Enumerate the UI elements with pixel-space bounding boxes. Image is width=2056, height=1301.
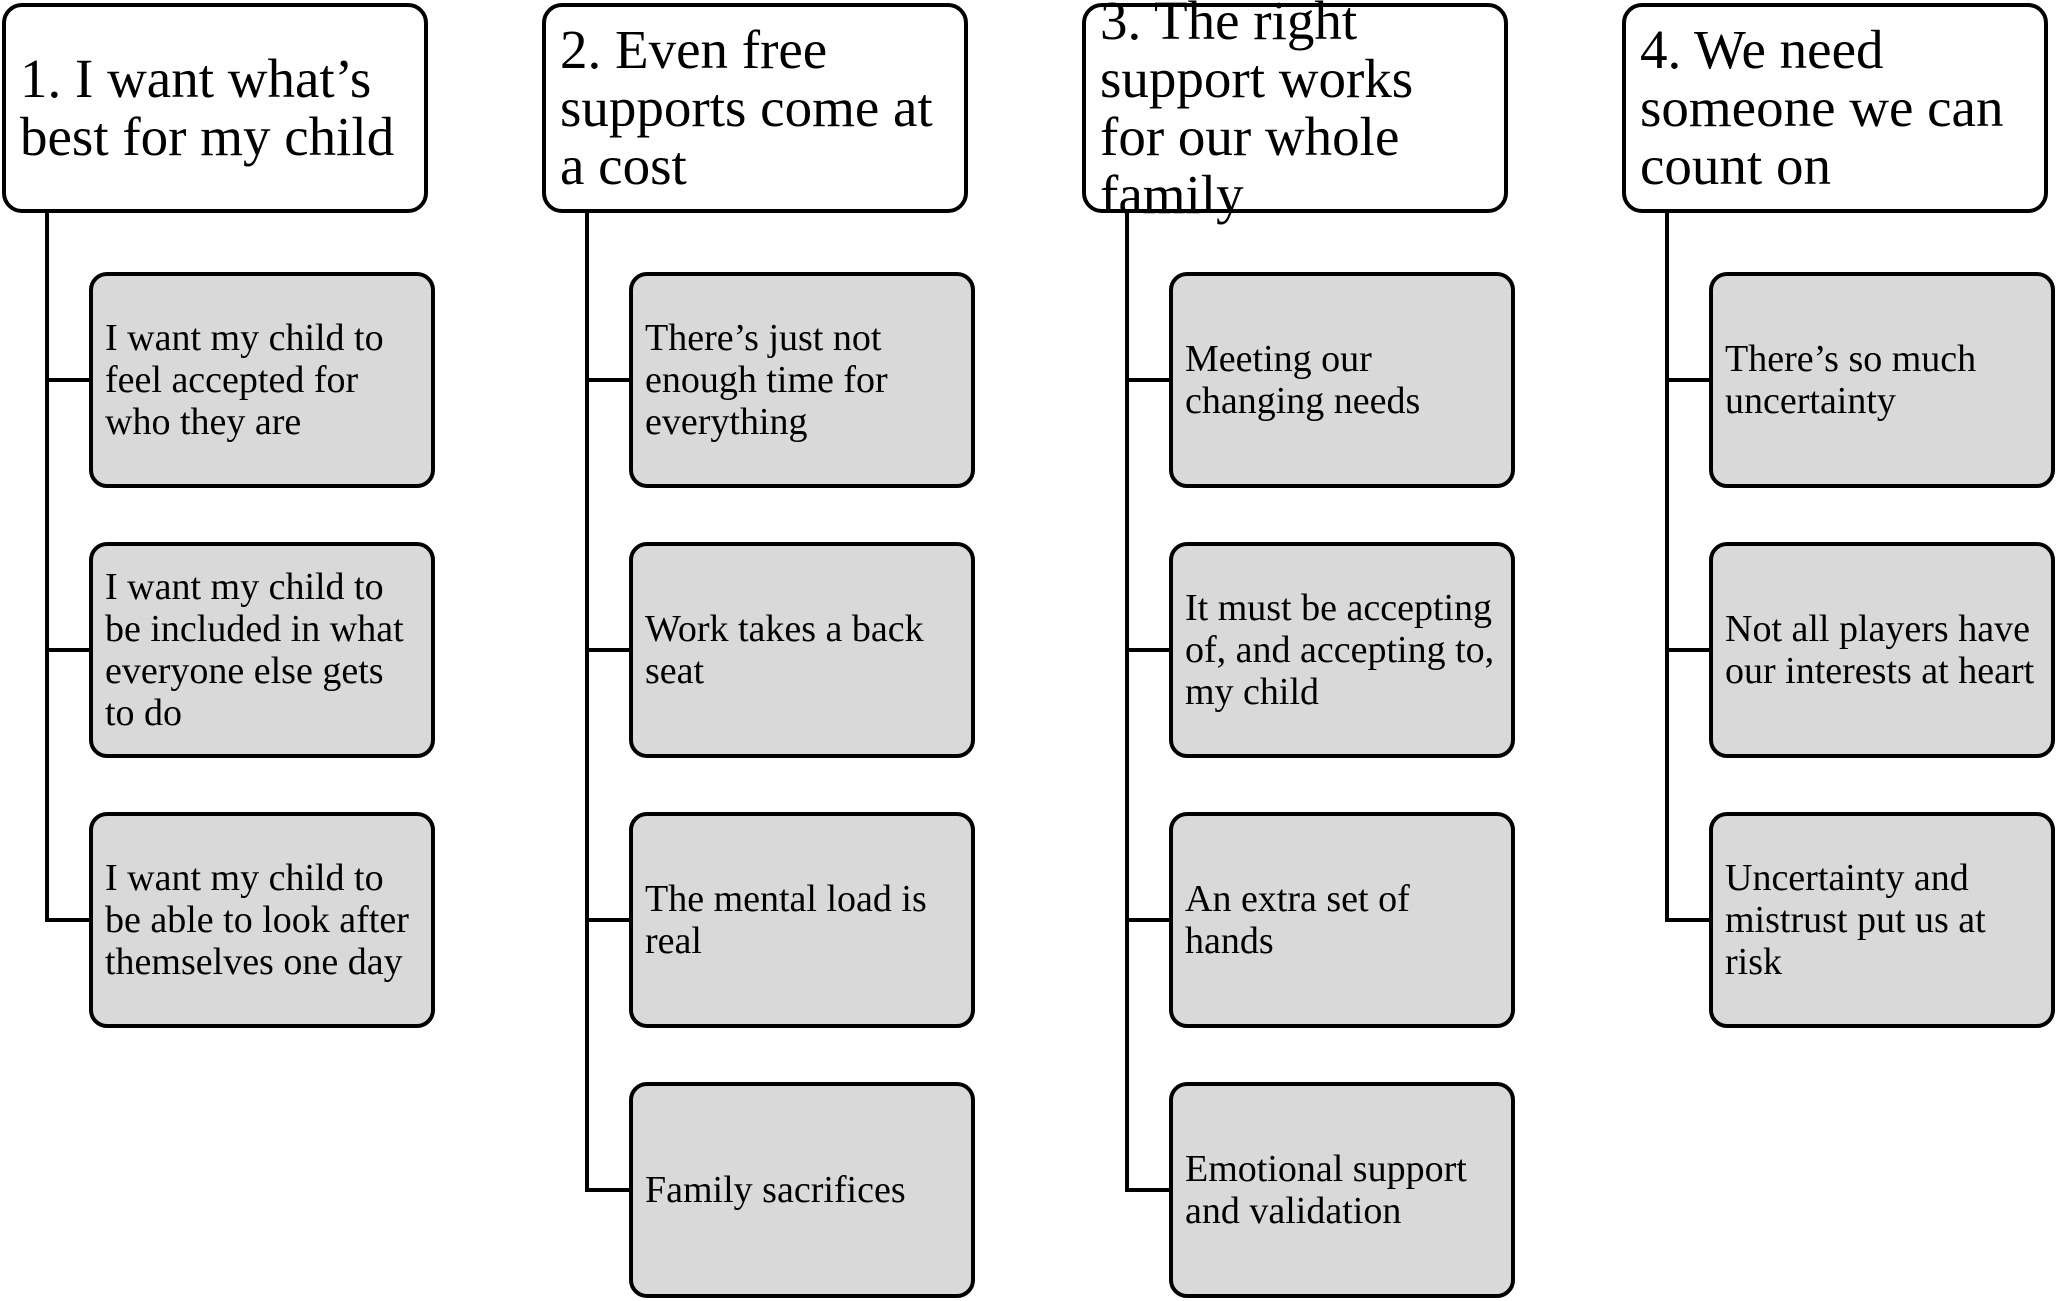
subtheme-label: Family sacrifices — [645, 1169, 906, 1211]
subtheme-box: The mental load is real — [629, 812, 975, 1028]
subtheme-box: I want my child to feel accepted for who… — [89, 272, 435, 488]
subtheme-box: There’s so much uncertainty — [1709, 272, 2055, 488]
connector-trunk-1 — [45, 213, 49, 922]
subtheme-label: Meeting our changing needs — [1185, 338, 1421, 422]
subtheme-box: Meeting our changing needs — [1169, 272, 1515, 488]
subtheme-box: There’s just not enough time for everyth… — [629, 272, 975, 488]
subtheme-box: I want my child to be able to look after… — [89, 812, 435, 1028]
theme-box-3: 3. The right support works for our whole… — [1082, 0, 1508, 224]
subtheme-box: It must be accepting of, and accepting t… — [1169, 542, 1515, 758]
subtheme-label: The mental load is real — [645, 878, 927, 962]
subtheme-label: Not all players have our interests at he… — [1725, 608, 2035, 692]
connector-branch — [585, 918, 631, 922]
theme-title-4: 4. We need someone we can count on — [1640, 19, 2004, 196]
connector-trunk-2 — [585, 213, 589, 1192]
theme-column-4: 4. We need someone we can count on There… — [1622, 0, 2056, 1301]
connector-branch — [1125, 648, 1171, 652]
connector-trunk-3 — [1125, 213, 1129, 1192]
subtheme-box: An extra set of hands — [1169, 812, 1515, 1028]
connector-branch — [1125, 1188, 1171, 1192]
subtheme-label: I want my child to be included in what e… — [105, 566, 404, 734]
subtheme-label: An extra set of hands — [1185, 878, 1410, 962]
subtheme-label: It must be accepting of, and accepting t… — [1185, 587, 1495, 713]
subtheme-label: Uncertainty and mistrust put us at risk — [1725, 857, 1986, 983]
theme-title-3: 3. The right support works for our whole… — [1100, 0, 1414, 225]
connector-trunk-4 — [1665, 213, 1669, 922]
theme-box-1: 1. I want what’s best for my child — [2, 3, 428, 213]
connector-branch — [1665, 648, 1711, 652]
connector-branch — [585, 648, 631, 652]
subtheme-label: Work takes a back seat — [645, 608, 924, 692]
theme-title-1: 1. I want what’s best for my child — [20, 48, 395, 167]
connector-branch — [45, 378, 91, 382]
subtheme-box: I want my child to be included in what e… — [89, 542, 435, 758]
subtheme-box: Family sacrifices — [629, 1082, 975, 1298]
subtheme-label: Emotional support and validation — [1185, 1148, 1467, 1232]
theme-column-2: 2. Even free supports come at a cost The… — [542, 0, 1082, 1301]
connector-branch — [45, 918, 91, 922]
subtheme-box: Emotional support and validation — [1169, 1082, 1515, 1298]
theme-column-1: 1. I want what’s best for my child I wan… — [2, 0, 542, 1301]
subtheme-label: I want my child to feel accepted for who… — [105, 317, 384, 443]
theme-box-2: 2. Even free supports come at a cost — [542, 3, 968, 213]
connector-branch — [1125, 918, 1171, 922]
theme-box-4: 4. We need someone we can count on — [1622, 3, 2048, 213]
subtheme-label: There’s just not enough time for everyth… — [645, 317, 888, 443]
theme-column-3: 3. The right support works for our whole… — [1082, 0, 1622, 1301]
subtheme-box: Uncertainty and mistrust put us at risk — [1709, 812, 2055, 1028]
connector-branch — [1665, 378, 1711, 382]
subtheme-label: There’s so much uncertainty — [1725, 338, 1977, 422]
subtheme-box: Work takes a back seat — [629, 542, 975, 758]
connector-branch — [585, 378, 631, 382]
subtheme-label: I want my child to be able to look after… — [105, 857, 409, 983]
connector-branch — [585, 1188, 631, 1192]
subtheme-box: Not all players have our interests at he… — [1709, 542, 2055, 758]
theme-title-2: 2. Even free supports come at a cost — [560, 19, 933, 196]
connector-branch — [45, 648, 91, 652]
connector-branch — [1665, 918, 1711, 922]
connector-branch — [1125, 378, 1171, 382]
